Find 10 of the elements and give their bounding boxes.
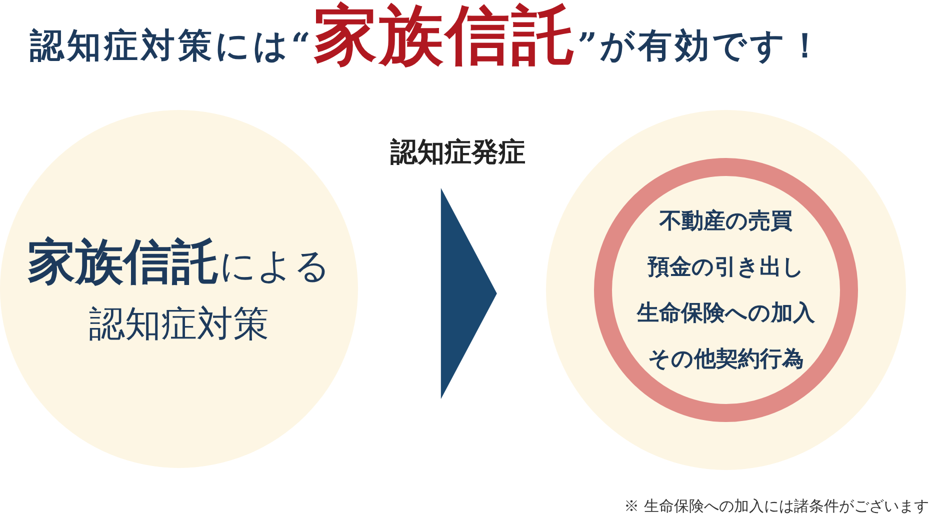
list-item: その他契約行為 (647, 345, 805, 374)
list-item: 預金の引き出し (646, 253, 806, 282)
list-item: 生命保険への加入 (636, 299, 816, 328)
node-label: 家族信託による認知症対策 (26, 233, 332, 347)
chevron-arrow (440, 188, 497, 399)
list-item: 不動産の売買 (658, 207, 794, 236)
footnote: ※ 生命保険への加入には諸条件がございます (624, 496, 929, 516)
title: 認知症対策には“家族信託”が有効です！ (30, 0, 826, 75)
edge-label: 認知症発症 (390, 136, 526, 170)
ring-node (594, 158, 858, 422)
